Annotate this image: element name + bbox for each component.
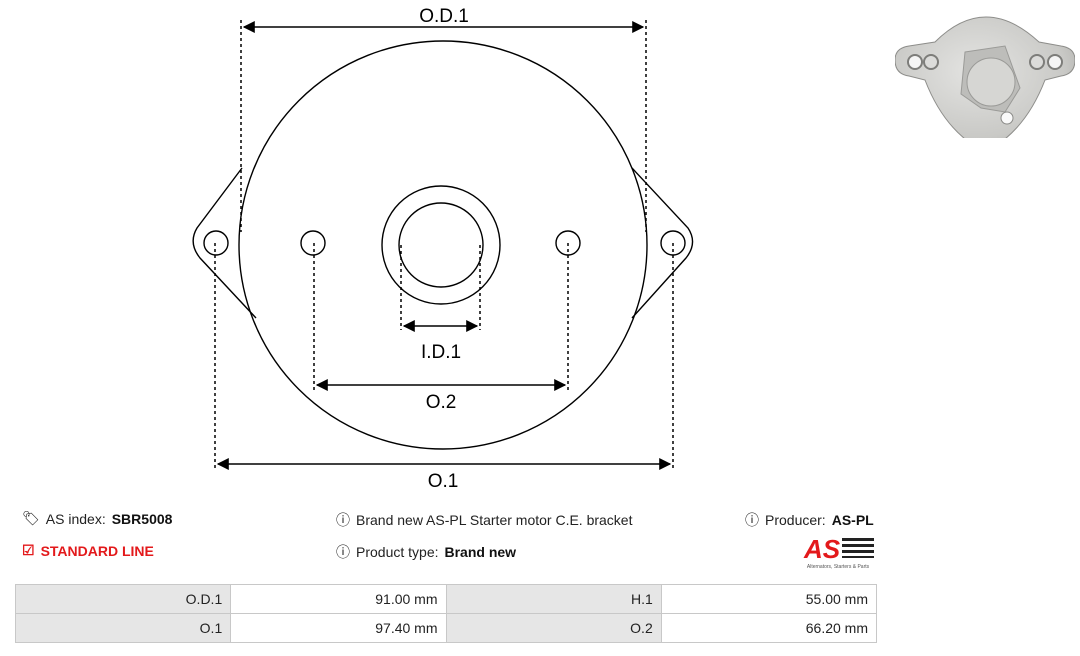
description-row: ⓘ Brand new AS-PL Starter motor C.E. bra…: [336, 510, 633, 530]
table-row: O.D.1 91.00 mm H.1 55.00 mm: [14, 584, 878, 614]
product-type-value: Brand new: [444, 544, 517, 560]
info-icon: ⓘ: [336, 544, 350, 560]
logo-tagline: Alternators, Starters & Parts: [807, 564, 870, 570]
info-icon: ⓘ: [745, 512, 759, 528]
check-square-icon: ☑: [22, 542, 35, 558]
o1-label: O.1: [428, 471, 459, 492]
product-photo: [895, 16, 1075, 138]
info-icon: ⓘ: [336, 512, 350, 528]
spec-value: 97.40 mm: [230, 613, 447, 643]
as-index-label: AS index:: [45, 510, 106, 527]
id1-label: I.D.1: [421, 342, 461, 363]
as-index-row: 🏷︎ AS index: SBR5008: [22, 510, 172, 527]
bushing-outer: [381, 185, 501, 305]
spec-value: 91.00 mm: [230, 584, 447, 614]
technical-drawing: O.D.1 I.D.1 O.2 O.1: [192, 6, 694, 492]
spec-value: 55.00 mm: [660, 584, 878, 614]
bracket-outer-circle: [238, 40, 648, 450]
as-index-value: SBR5008: [111, 510, 173, 527]
spec-key: O.2: [445, 613, 662, 643]
bushing-inner: [398, 202, 484, 288]
producer-value: AS-PL: [831, 512, 874, 528]
producer-row: ⓘ Producer: AS-PL: [745, 510, 874, 530]
as-pl-logo: AS Alternators, Starters & Parts: [803, 534, 874, 570]
tags-icon: 🏷︎: [22, 510, 40, 526]
specs-table: O.D.1 91.00 mm H.1 55.00 mm O.1 97.40 mm…: [14, 584, 878, 643]
spec-key: H.1: [445, 584, 662, 614]
product-type-row: ⓘ Product type: Brand new: [336, 542, 516, 562]
product-type-label: Product type:: [356, 544, 439, 560]
od1-label: O.D.1: [419, 6, 469, 27]
mount-hole-left: [203, 230, 229, 256]
flange-outline: [192, 167, 257, 319]
logo-mark: AS: [803, 534, 841, 564]
spec-value: 66.20 mm: [660, 613, 878, 643]
product-description: Brand new AS-PL Starter motor C.E. brack…: [356, 512, 633, 528]
spec-key: O.1: [14, 613, 232, 643]
standard-line-label: STANDARD LINE: [40, 542, 154, 559]
bolt-hole-left: [300, 230, 326, 256]
spec-key: O.D.1: [14, 584, 232, 614]
producer-label: Producer:: [765, 512, 826, 528]
standard-line-badge: ☑ STANDARD LINE: [22, 542, 154, 559]
o2-label: O.2: [426, 392, 457, 413]
table-row: O.1 97.40 mm O.2 66.20 mm: [14, 613, 878, 643]
